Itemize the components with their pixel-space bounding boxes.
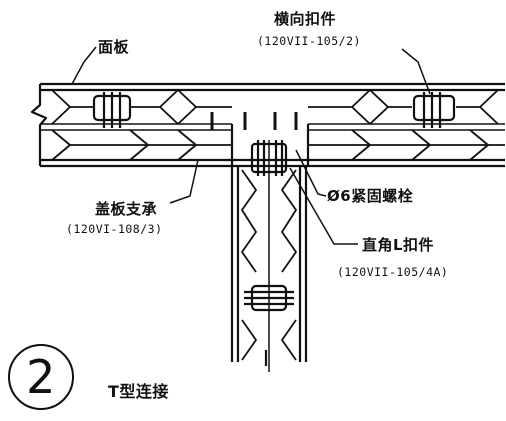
cover-support-label: 盖板支承 (95, 200, 158, 218)
cover-support (210, 112, 310, 166)
panel-label: 面板 (98, 38, 130, 56)
panel-truss-upper (51, 89, 499, 125)
bolt-label: Ø6紧固螺栓 (327, 187, 414, 205)
vertical-clip (244, 284, 294, 312)
horizontal-clip-label: 横向扣件 (274, 10, 337, 28)
detail-number: 2 (8, 344, 74, 410)
panel-truss-lower (51, 129, 505, 161)
horizontal-clip-code: (120VII-105/2) (257, 34, 361, 48)
right-horizontal-clip (412, 92, 456, 128)
vertical-panel (230, 140, 308, 372)
horizontal-panel (30, 82, 505, 168)
angle-clip-code: (120VII-105/4A) (337, 265, 449, 279)
detail-title: T型连接 (108, 382, 169, 401)
leader-lines (71, 46, 431, 245)
angle-clip (250, 140, 288, 176)
left-horizontal-clip (92, 92, 132, 128)
cover-support-code: (120VI-108/3) (66, 222, 163, 236)
angle-clip-label: 直角L扣件 (362, 236, 435, 254)
